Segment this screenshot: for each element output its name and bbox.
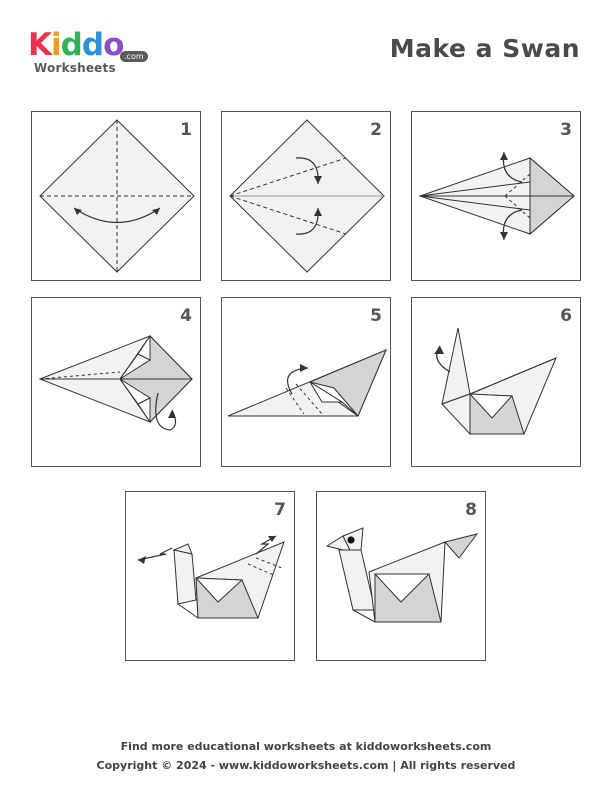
logo-letter: d — [60, 27, 83, 63]
logo-letter: K — [28, 27, 52, 63]
step-panel-1: 1 — [31, 111, 201, 281]
step-panel-4: 4 — [31, 297, 201, 467]
step-panel-7: 7 — [125, 491, 295, 661]
step-number: 7 — [274, 500, 286, 520]
logo-wordmark: Kiddo — [28, 27, 124, 63]
step-number: 8 — [465, 500, 477, 520]
step-4-diagram — [38, 334, 193, 431]
footer-promo: Find more educational worksheets at kidd… — [120, 740, 492, 753]
step-1-diagram — [39, 119, 195, 273]
step-number: 2 — [370, 120, 382, 140]
logo-letter: o — [103, 27, 124, 63]
logo-domain-badge: .com — [120, 51, 148, 62]
step-3-diagram — [418, 151, 575, 241]
step-number: 3 — [560, 120, 572, 140]
step-number: 1 — [180, 120, 192, 140]
step-6-diagram — [434, 327, 557, 436]
logo-letter: i — [51, 27, 62, 63]
step-panel-5: 5 — [221, 297, 391, 467]
step-number: 6 — [560, 306, 572, 326]
footer-copyright: Copyright © 2024 - www.kiddoworksheets.c… — [96, 759, 516, 772]
step-2-diagram — [229, 119, 385, 273]
swan-eye — [347, 536, 355, 544]
logo-letter: d — [81, 27, 104, 63]
step-panel-6: 6 — [411, 297, 581, 467]
step-panel-2: 2 — [221, 111, 391, 281]
step-8-diagram — [325, 527, 479, 623]
step-panel-3: 3 — [411, 111, 581, 281]
step-number: 4 — [180, 306, 192, 326]
step-number: 5 — [370, 306, 382, 326]
step-panel-8: 8 — [316, 491, 486, 661]
kiddo-logo: Kiddo Worksheets .com — [28, 28, 158, 78]
page-title: Make a Swan — [389, 34, 580, 63]
step-5-diagram — [227, 349, 387, 417]
step-7-diagram — [137, 535, 285, 619]
logo-subtitle: Worksheets — [34, 61, 116, 75]
